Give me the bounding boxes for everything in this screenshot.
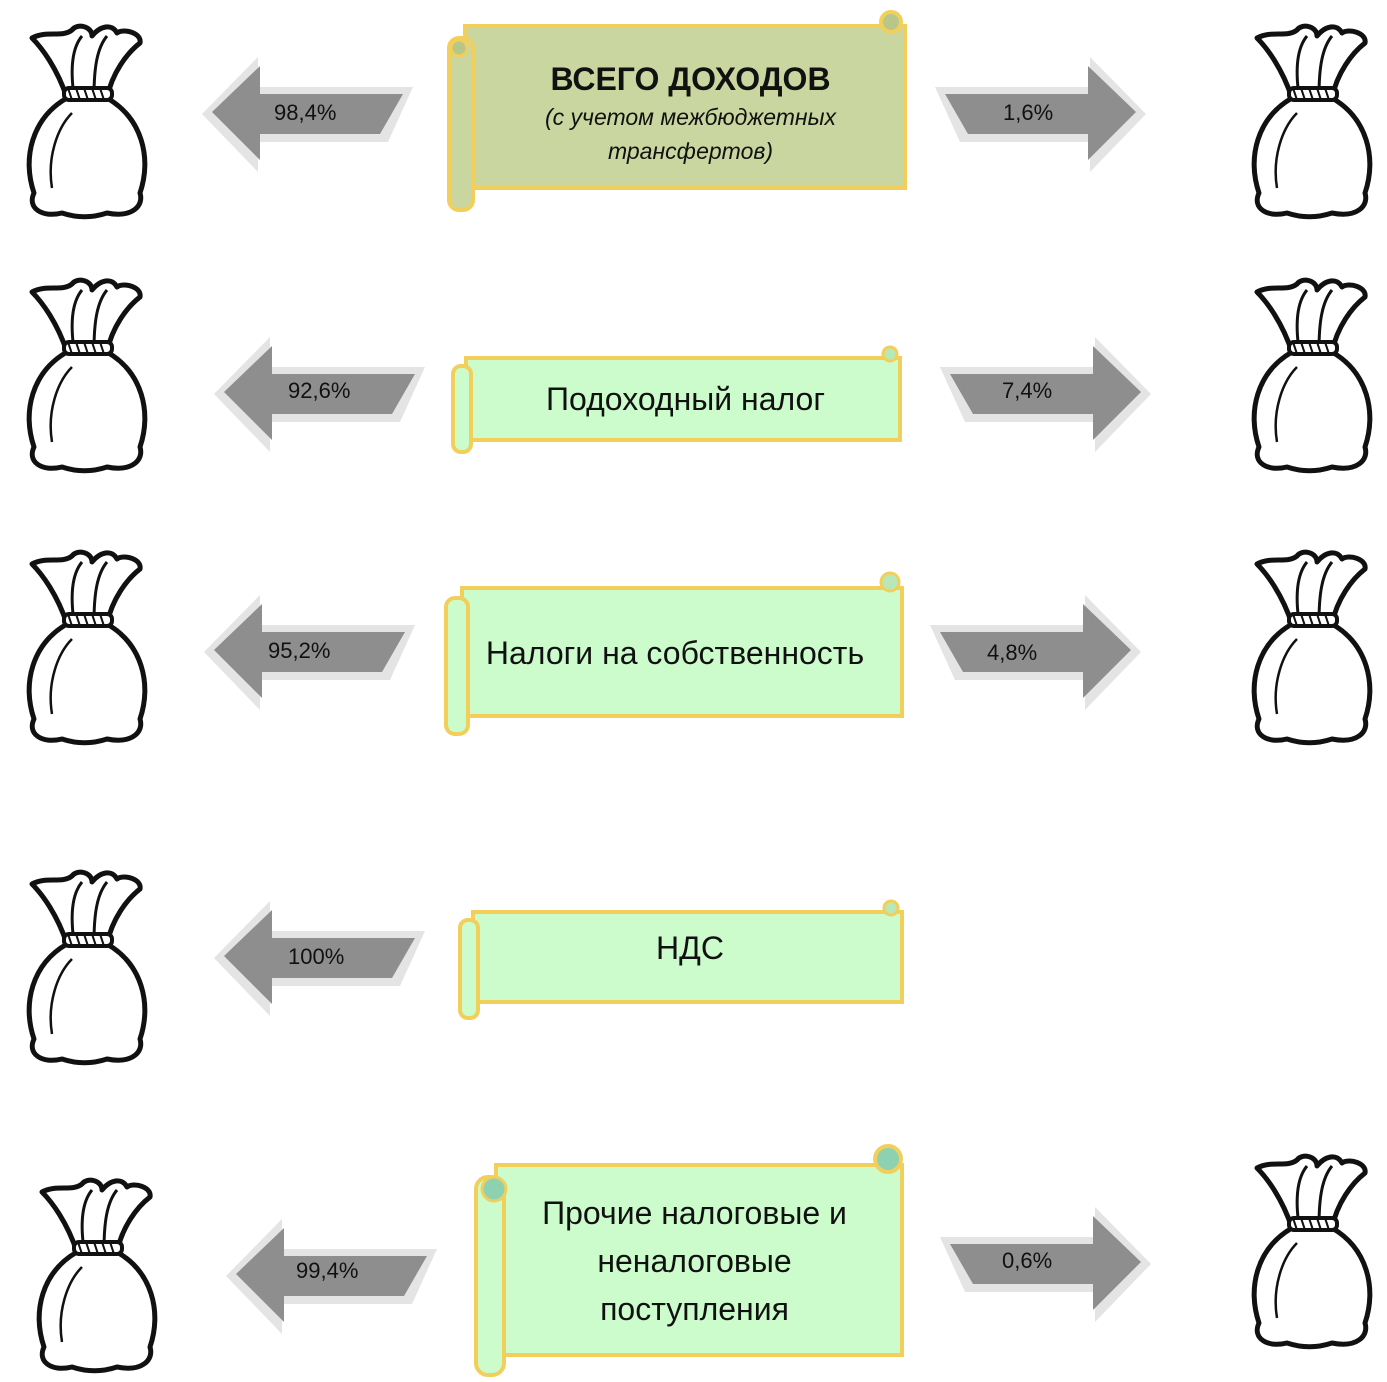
share-left-label: 92,6%: [288, 378, 351, 403]
diagram-row-2: 95,2% Налоги на собственность 4,8%: [0, 528, 1387, 753]
row-label: Налоги на собственность: [485, 635, 865, 671]
row-label: Подоходный налог: [545, 381, 825, 417]
scroll-text-3: НДС: [485, 908, 895, 988]
share-left-label: 98,4%: [274, 100, 337, 125]
share-right-label: 0,6%: [1002, 1248, 1053, 1273]
scroll-text-total: ВСЕГО ДОХОДОВ (с учетом межбюджетных тра…: [483, 38, 898, 188]
diagram-row-3: 100% НДС: [0, 850, 1387, 1070]
scroll-banner-1: Подоходный налог: [448, 344, 903, 454]
scroll-text-2: Налоги на собственность: [480, 590, 870, 716]
diagram-row-1: 92,6% Подоходный налог 7,4%: [0, 262, 1387, 477]
money-bag-icon: [12, 854, 162, 1069]
row-label: Прочие налоговые и неналоговые поступлен…: [542, 1195, 847, 1327]
money-bag-icon: [12, 262, 162, 477]
scroll-banner-4: Прочие налоговые и неналоговые поступлен…: [470, 1143, 905, 1378]
share-right-label: 4,8%: [987, 640, 1038, 665]
row-label: НДС: [656, 930, 724, 966]
page-title: ВСЕГО ДОХОДОВ: [550, 61, 831, 97]
money-bag-icon: [1237, 534, 1387, 749]
share-right-label: 7,4%: [1002, 378, 1053, 403]
share-left-label: 95,2%: [268, 638, 331, 663]
money-bag-icon: [1237, 262, 1387, 477]
diagram-row-total: 98,4% ВСЕГО ДОХОДОВ (с учетом межбюджетн…: [0, 0, 1387, 230]
share-left-label: 100%: [288, 944, 345, 969]
scroll-banner-total: ВСЕГО ДОХОДОВ (с учетом межбюджетных тра…: [443, 8, 908, 213]
money-bag-icon: [12, 8, 162, 223]
money-bag-icon: [12, 534, 162, 749]
share-left-label: 99,4%: [296, 1258, 359, 1283]
money-bag-icon: [1237, 1138, 1387, 1353]
share-right-label: 1,6%: [1003, 100, 1054, 125]
page-subtitle: (с учетом межбюджетных трансфертов): [544, 104, 836, 164]
scroll-banner-2: Налоги на собственность: [440, 570, 905, 738]
money-bag-icon: [22, 1162, 172, 1377]
money-bag-icon: [1237, 8, 1387, 223]
scroll-banner-3: НДС: [455, 898, 905, 1020]
scroll-text-4: Прочие налоговые и неналоговые поступлен…: [522, 1171, 867, 1351]
scroll-text-1: Подоходный налог: [478, 358, 893, 440]
diagram-row-4: 99,4% Прочие налоговые и неналоговые пос…: [0, 1138, 1387, 1382]
